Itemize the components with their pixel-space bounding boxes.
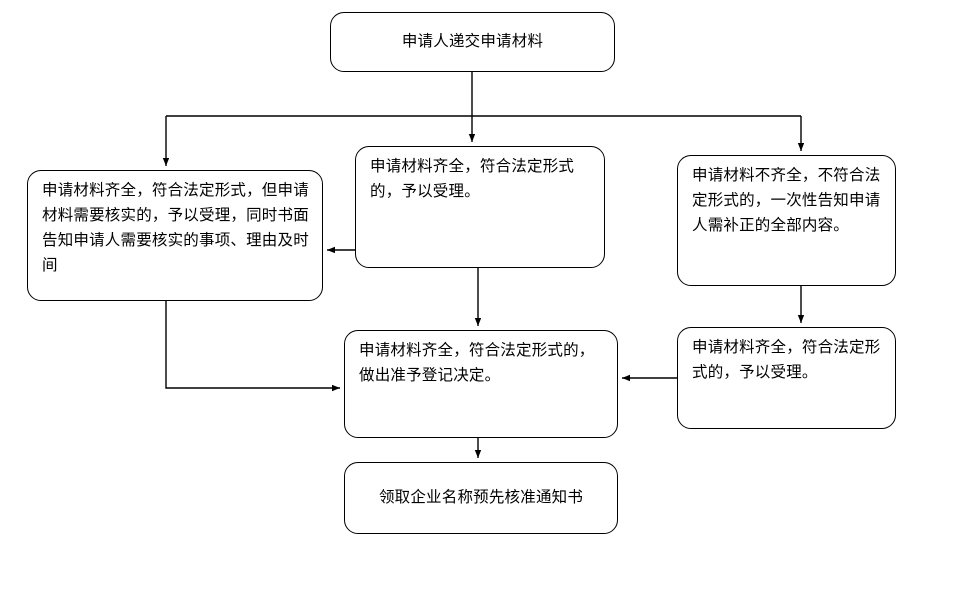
node-start[interactable]: 申请人递交申请材料 xyxy=(330,12,615,72)
node-right-accept[interactable]: 申请材料齐全，符合法定形式的，予以受理。 xyxy=(677,327,896,429)
node-result[interactable]: 领取企业名称预先核准通知书 xyxy=(344,462,618,534)
node-middle-accept[interactable]: 申请材料齐全，符合法定形式的，予以受理。 xyxy=(355,146,605,268)
edge-left-verify-to-decision xyxy=(165,301,340,392)
node-right-incomplete[interactable]: 申请材料不齐全，不符合法定形式的，一次性告知申请人需补正的全部内容。 xyxy=(677,155,896,286)
node-decision[interactable]: 申请材料齐全，符合法定形式的，做出准予登记决定。 xyxy=(344,330,618,438)
node-left-verify[interactable]: 申请材料齐全，符合法定形式，但申请材料需要核实的，予以受理，同时书面告知申请人需… xyxy=(27,170,323,301)
